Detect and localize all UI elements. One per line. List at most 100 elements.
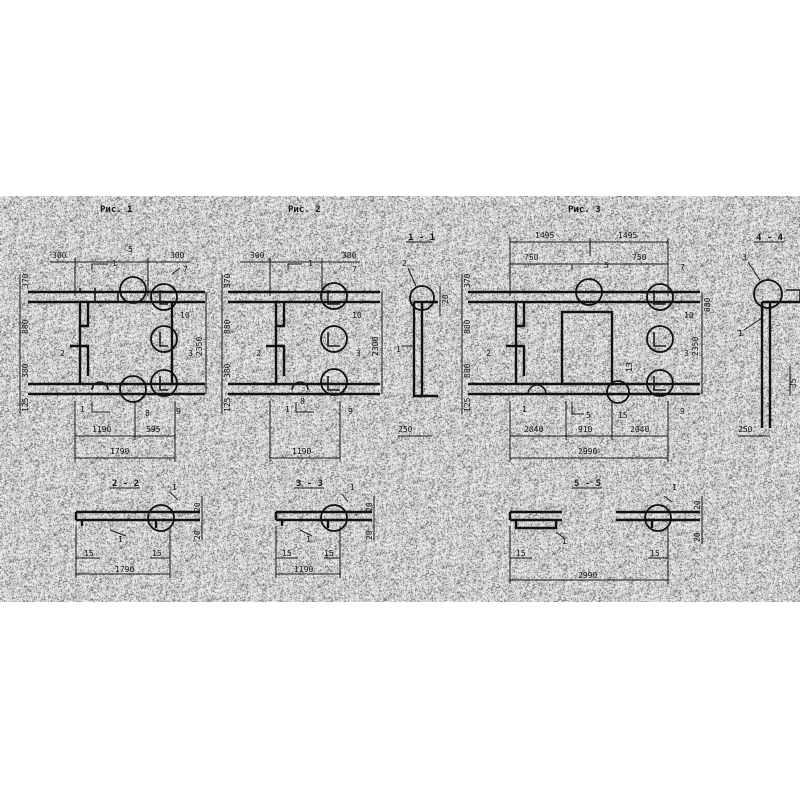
- fig3-label-9: 9: [680, 407, 685, 416]
- fig2-label-3: 3: [356, 349, 361, 358]
- fig1-label-5: 5: [128, 245, 133, 254]
- fig1-dim-bottom-left: 1190: [92, 425, 111, 434]
- fig1-section-1-bottom: 1: [80, 405, 85, 414]
- technical-drawing: Рис. 1 300 300 5 7 1 10 8 9: [19, 205, 800, 584]
- section-4-4-dim-width: 250: [738, 425, 753, 434]
- fig1-label-9: 9: [176, 407, 181, 416]
- section-5-5-dim-h2: 20: [693, 532, 702, 542]
- fig1-dim-left-d: 125: [21, 397, 30, 412]
- section-3-3-dim-left: 15: [282, 549, 292, 558]
- fig3-dim-left-d: 125: [463, 397, 472, 412]
- fig1-dim-left-a: 370: [21, 273, 30, 288]
- section-3-3-circle-label: 1: [350, 483, 355, 492]
- section-5-5-dim-right: 15: [650, 549, 660, 558]
- section-4-4-label-1: 1: [738, 329, 743, 338]
- fig3-section-1: 1: [522, 405, 527, 414]
- figure-1-title: Рис. 1: [100, 205, 133, 215]
- fig1-dim-top-left: 300: [52, 251, 67, 260]
- section-2-2: 2 - 2 I I 15 15 1790 20 20: [74, 479, 203, 578]
- section-3-3-title: 3 - 3: [296, 479, 323, 489]
- section-2-2-dim-h1: 20: [193, 502, 202, 512]
- fig1-label-10: 10: [180, 311, 190, 320]
- fig1-label-7: 7: [183, 265, 188, 274]
- fig1-label-3: 3: [188, 349, 193, 358]
- section-5-5-circle-label: 1: [672, 483, 677, 492]
- section-4-4-title: 4 - 4: [756, 233, 784, 243]
- fig3-label-5: 5: [604, 261, 609, 270]
- fig1-dim-left-c: 380: [21, 363, 30, 378]
- section-5-5-title: 5 - 5: [574, 479, 601, 489]
- fig3-dim-overall: 2990: [578, 447, 597, 456]
- fig1-label-8: 8: [145, 409, 150, 418]
- fig2-dim-left-a: 370: [223, 273, 232, 288]
- figure-3: Рис. 3 1495 1495 750 750 5 7 10 1 5 9: [461, 205, 712, 462]
- fig3-dim-inner-left: 750: [524, 253, 539, 262]
- section-5-5-dim-h1: 20: [693, 500, 702, 510]
- fig3-label-10: 10: [684, 311, 694, 320]
- fig2-dim-top-left: 300: [250, 251, 265, 260]
- figure-1: Рис. 1 300 300 5 7 1 10 8 9: [19, 205, 207, 462]
- fig2-label-9: 9: [348, 407, 353, 416]
- section-2-2-dim-right: 15: [152, 549, 162, 558]
- figure-2: Рис. 2 300 300 7 1 10 9 8 2 3 1 2300: [221, 205, 383, 462]
- fig2-label-2: 2: [256, 349, 261, 358]
- fig2-dim-right-height: 2300: [371, 337, 380, 356]
- fig3-label-3: 3: [684, 349, 689, 358]
- figure-3-title: Рис. 3: [568, 205, 601, 215]
- section-2-2-circle-label: I: [172, 483, 177, 492]
- figure-2-title: Рис. 2: [288, 205, 321, 215]
- drawing-sheet: Рис. 1 300 300 5 7 1 10 8 9: [0, 196, 800, 602]
- fig1-dim-bottom-right: 595: [146, 425, 161, 434]
- section-3-3-dim-right: 15: [324, 549, 334, 558]
- fig3-label-13: 13: [625, 362, 634, 372]
- fig3-dim-bottom-2: 910: [578, 425, 593, 434]
- section-4-4-dim-h: 35: [789, 378, 798, 388]
- fig2-dim-left-b: 880: [223, 319, 232, 334]
- fig3-dim-top-right: 1495: [618, 231, 637, 240]
- section-4-4: 4 - 4 3 1 35 250: [738, 233, 800, 437]
- section-2-2-dim-left: 15: [84, 549, 94, 558]
- fig3-section-5: 5: [586, 411, 591, 420]
- fig2-dim-overall: 1190: [292, 447, 311, 456]
- section-1-1-dim-width: 250: [398, 425, 413, 434]
- section-5-5: 5 - 5 1 1 15 15 2990 20 20: [508, 479, 703, 584]
- fig2-label-10: 10: [352, 311, 362, 320]
- section-3-3-dim-h1: 20: [365, 502, 374, 512]
- section-1-1-title: 1 - 1: [408, 233, 435, 243]
- fig3-dim-left-a: 370: [463, 273, 472, 288]
- fig3-dim-right-1: 880: [703, 297, 712, 312]
- section-2-2-dim-h2: 20: [193, 530, 202, 540]
- section-1-1: 1 - 1 2 1 20 250: [396, 233, 450, 437]
- fig1-dim-right-height: 2350: [195, 337, 204, 356]
- fig3-dim-right-height: 2350: [691, 337, 700, 356]
- section-2-2-dim-overall: 1790: [115, 565, 134, 574]
- fig2-section-1-bottom: 1: [285, 405, 290, 414]
- fig3-dim-inner-right: 750: [632, 253, 647, 262]
- fig2-dim-top-right: 300: [342, 251, 357, 260]
- section-3-3-dim-overall: 1190: [294, 565, 313, 574]
- fig3-dim-bottom-1: 2040: [524, 425, 543, 434]
- section-4-4-label-3: 3: [742, 253, 747, 262]
- fig3-dim-left-c: 880: [463, 363, 472, 378]
- section-3-3-dim-h2: 20: [365, 530, 374, 540]
- fig2-label-7: 7: [352, 265, 357, 274]
- fig1-dim-overall: 1790: [110, 447, 129, 456]
- fig1-dim-left-b: 880: [21, 319, 30, 334]
- fig2-section-1-top: 1: [308, 259, 313, 268]
- fig3-dim-bottom-3: 2040: [630, 425, 649, 434]
- section-2-2-label: I: [118, 535, 123, 544]
- fig1-label-2: 2: [60, 349, 65, 358]
- fig3-dim-top-left: 1495: [535, 231, 554, 240]
- section-5-5-label: 1: [562, 537, 567, 546]
- section-2-2-title: 2 - 2: [112, 479, 139, 489]
- section-3-3-label: 1: [306, 535, 311, 544]
- section-1-1-dim-top: 20: [441, 294, 450, 304]
- fig2-label-8: 8: [300, 397, 305, 406]
- fig1-dim-top-right: 300: [170, 251, 185, 260]
- section-1-1-label-1: 1: [396, 345, 401, 354]
- fig2-dim-left-c: 380: [223, 363, 232, 378]
- section-5-5-dim-left: 15: [516, 549, 526, 558]
- fig3-label-7: 7: [680, 263, 685, 272]
- fig3-label-2: 2: [486, 349, 491, 358]
- section-5-5-dim-overall: 2990: [578, 571, 597, 580]
